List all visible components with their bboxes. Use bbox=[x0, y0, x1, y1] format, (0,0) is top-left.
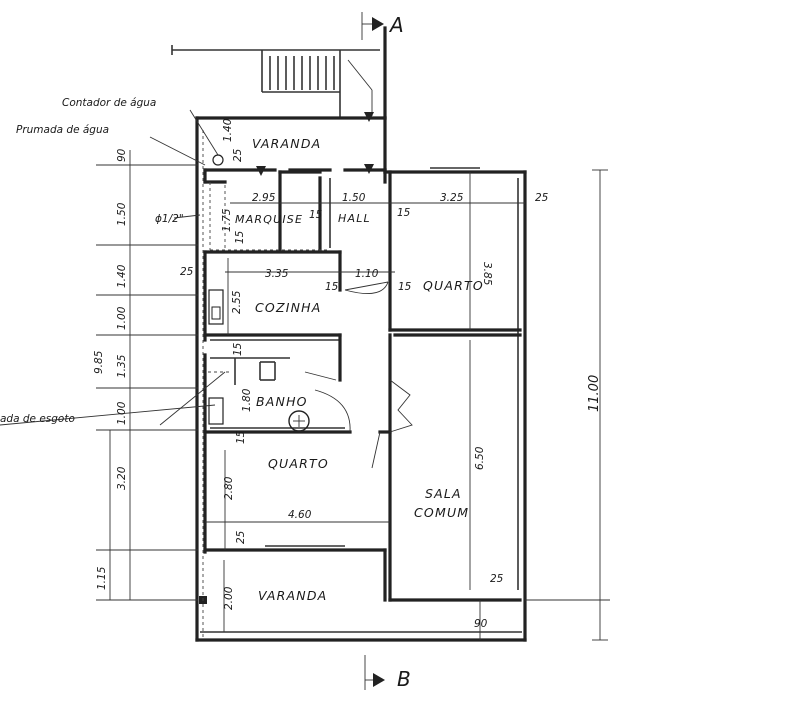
dim-15-f: 15 bbox=[232, 342, 244, 356]
dim-1-75: 1.75 bbox=[221, 208, 233, 232]
dim-left-9-85: 9.85 bbox=[93, 350, 105, 374]
room-varanda-top: VARANDA bbox=[252, 136, 321, 151]
room-sala-line1: SALA bbox=[425, 486, 462, 501]
dim-25-d: 25 bbox=[235, 530, 247, 544]
stair bbox=[171, 26, 387, 120]
dim-left-3-20: 3.20 bbox=[116, 466, 128, 490]
interior-walls bbox=[199, 168, 522, 604]
dim-left-1-00b: 1.00 bbox=[116, 401, 128, 425]
note-pipe: ϕ1/2" bbox=[155, 213, 184, 225]
room-hall: HALL bbox=[338, 212, 371, 225]
room-sala-line2: COMUM bbox=[414, 505, 469, 520]
dim-25-c: 25 bbox=[180, 266, 194, 278]
dim-2-55: 2.55 bbox=[231, 290, 243, 314]
pipe-lines bbox=[202, 130, 330, 640]
note-prumada-esgoto: ada de esgoto bbox=[0, 413, 75, 425]
dim-6-50: 6.50 bbox=[474, 446, 486, 470]
dim-2-80: 2.80 bbox=[223, 476, 235, 500]
dim-left-1-15: 1.15 bbox=[96, 566, 108, 590]
dim-2-95: 2.95 bbox=[252, 192, 276, 204]
dim-15-e: 15 bbox=[398, 281, 412, 293]
dim-1-50-h: 1.50 bbox=[342, 192, 366, 204]
dimension-lines bbox=[0, 109, 610, 641]
dim-2-00: 2.00 bbox=[223, 586, 235, 610]
dim-25-e: 25 bbox=[490, 573, 504, 585]
dim-left-1-00a: 1.00 bbox=[116, 306, 128, 330]
dim-left-1-40: 1.40 bbox=[116, 264, 128, 288]
dim-15-d: 15 bbox=[325, 281, 339, 293]
section-marker-a bbox=[361, 12, 384, 40]
dim-left-90: 90 bbox=[116, 148, 128, 162]
room-quarto-right: QUARTO bbox=[423, 278, 484, 293]
dim-3-85: 3.85 bbox=[481, 262, 493, 286]
dim-90-b: 90 bbox=[474, 618, 488, 630]
section-label-a: A bbox=[388, 13, 404, 37]
dim-15-g: 15 bbox=[235, 430, 247, 444]
room-banho: BANHO bbox=[256, 394, 308, 409]
section-marker-b bbox=[364, 655, 385, 690]
exterior-walls bbox=[195, 116, 527, 642]
dim-15-c: 15 bbox=[234, 230, 246, 244]
dim-1-10: 1.10 bbox=[355, 268, 379, 280]
room-marquise: MARQUISE bbox=[235, 213, 303, 226]
dim-15-a: 15 bbox=[309, 209, 323, 221]
dim-1-40: 1.40 bbox=[222, 118, 234, 142]
room-varanda-bottom: VARANDA bbox=[258, 588, 327, 603]
note-contador: Contador de água bbox=[62, 97, 156, 109]
dim-3-25: 3.25 bbox=[440, 192, 464, 204]
room-quarto-left: QUARTO bbox=[268, 456, 329, 471]
door-swings bbox=[208, 112, 413, 469]
dim-11-00: 11.00 bbox=[587, 375, 602, 412]
dim-left-1-50: 1.50 bbox=[116, 202, 128, 226]
dim-1-80: 1.80 bbox=[241, 388, 253, 412]
section-label-b: B bbox=[397, 667, 411, 691]
room-cozinha: COZINHA bbox=[255, 300, 322, 315]
dim-25-b: 25 bbox=[535, 192, 549, 204]
dim-left-1-35: 1.35 bbox=[116, 354, 128, 378]
note-prumada-agua: Prumada de água bbox=[16, 124, 109, 136]
dim-4-60: 4.60 bbox=[288, 509, 312, 521]
dim-25-a: 25 bbox=[232, 148, 244, 162]
dim-15-b: 15 bbox=[397, 207, 411, 219]
dim-3-35: 3.35 bbox=[265, 268, 289, 280]
